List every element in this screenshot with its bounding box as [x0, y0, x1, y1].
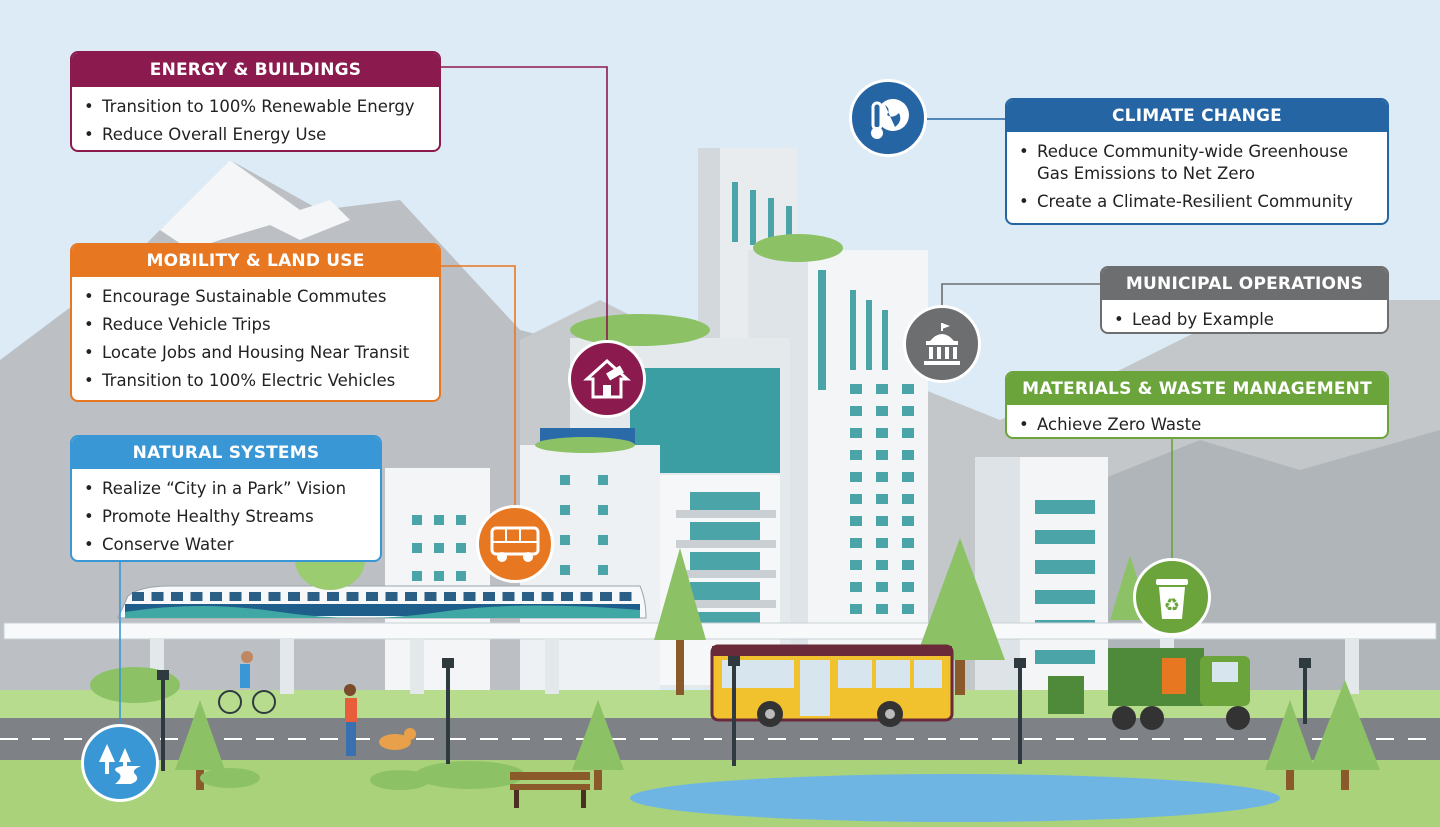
svg-text:♻: ♻ [1164, 595, 1180, 616]
trees-river-icon [81, 724, 159, 802]
climate-change-list: Reduce Community-wide Greenhouse Gas Emi… [1007, 132, 1387, 223]
mobility-list-item: Transition to 100% Electric Vehicles [84, 370, 429, 392]
materials-waste-card: MATERIALS & WASTE MANAGEMENT Achieve Zer… [1005, 371, 1389, 439]
natural-list-item: Conserve Water [84, 534, 370, 556]
climate-change-card: CLIMATE CHANGE Reduce Community-wide Gre… [1005, 98, 1389, 225]
energy-buildings-title: ENERGY & BUILDINGS [72, 53, 439, 87]
city-hall-icon [903, 305, 981, 383]
bus-icon [476, 505, 554, 583]
light-rail-train [117, 585, 647, 619]
natural-systems-list: Realize “City in a Park” VisionPromote H… [72, 469, 380, 560]
pond [630, 774, 1280, 822]
house-solar-icon [568, 340, 646, 418]
recycling-bin [1048, 676, 1084, 714]
natural-systems-card: NATURAL SYSTEMS Realize “City in a Park”… [70, 435, 382, 562]
climate-change-title: CLIMATE CHANGE [1007, 100, 1387, 132]
thermometer-globe-icon [849, 79, 927, 157]
street-lamps [157, 656, 1311, 771]
mobility-land-use-card: MOBILITY & LAND USE Encourage Sustainabl… [70, 243, 441, 402]
connector-lines [119, 66, 1173, 730]
park-bench [510, 772, 590, 808]
climate-list-item: Reduce Community-wide Greenhouse Gas Emi… [1019, 141, 1377, 185]
municipal-operations-card: MUNICIPAL OPERATIONS Lead by Example [1100, 266, 1389, 334]
natural-list-item: Realize “City in a Park” Vision [84, 478, 370, 500]
municipal-list-item: Lead by Example [1114, 309, 1377, 331]
natural-systems-title: NATURAL SYSTEMS [72, 437, 380, 469]
garbage-truck [1108, 648, 1250, 730]
buildings [385, 148, 1108, 692]
materials-waste-title: MATERIALS & WASTE MANAGEMENT [1007, 373, 1387, 405]
energy-buildings-card: ENERGY & BUILDINGS Transition to 100% Re… [70, 51, 441, 152]
cyclist [218, 651, 276, 714]
recycle-bin-icon: ♻ [1133, 558, 1211, 636]
walker-with-dog [344, 684, 416, 756]
mobility-list-item: Reduce Vehicle Trips [84, 314, 429, 336]
mobility-land-use-list: Encourage Sustainable CommutesReduce Veh… [72, 277, 439, 400]
municipal-operations-title: MUNICIPAL OPERATIONS [1102, 268, 1387, 300]
yellow-bus [710, 644, 954, 727]
energy-list-item: Transition to 100% Renewable Energy [84, 96, 429, 118]
mobility-list-item: Locate Jobs and Housing Near Transit [84, 342, 429, 364]
municipal-operations-list: Lead by Example [1102, 300, 1387, 332]
natural-list-item: Promote Healthy Streams [84, 506, 370, 528]
energy-list-item: Reduce Overall Energy Use [84, 124, 429, 146]
mobility-list-item: Encourage Sustainable Commutes [84, 286, 429, 308]
materials-waste-list: Achieve Zero Waste [1007, 405, 1387, 437]
elevated-track [3, 622, 1437, 640]
energy-buildings-list: Transition to 100% Renewable EnergyReduc… [72, 87, 439, 150]
materials-list-item: Achieve Zero Waste [1019, 414, 1377, 436]
climate-list-item: Create a Climate-Resilient Community [1019, 191, 1377, 213]
mobility-land-use-title: MOBILITY & LAND USE [72, 245, 439, 277]
